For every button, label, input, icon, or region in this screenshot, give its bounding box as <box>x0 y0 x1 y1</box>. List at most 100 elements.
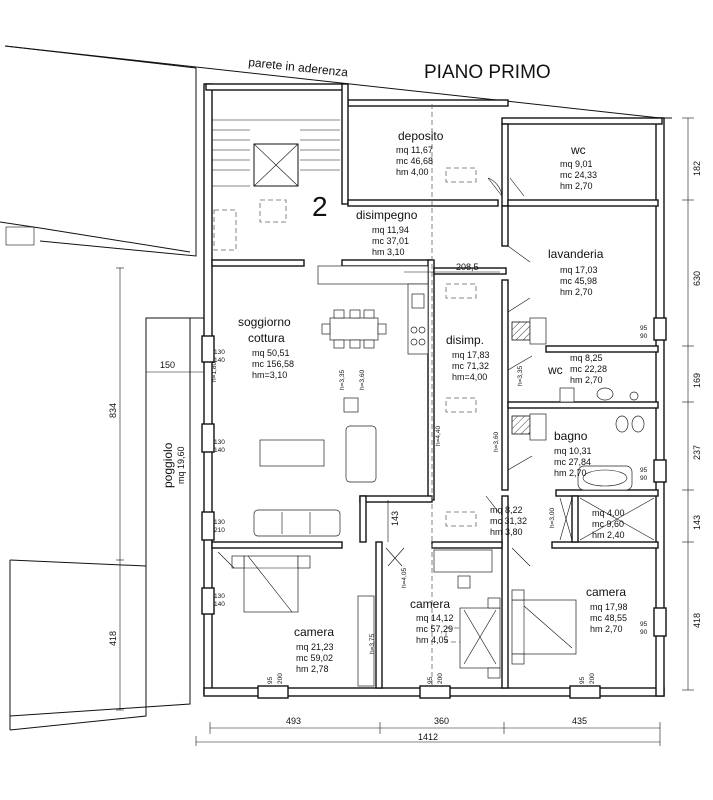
room-poggiolo: poggiolo mq 19,60 <box>161 442 186 488</box>
room-name: disimpegno <box>356 208 418 222</box>
balcony <box>9 267 204 731</box>
room-soggiorno: soggiorno cottura mq 50,51 mc 156,58 hm=… <box>238 315 294 380</box>
room-volume: mc 9,60 <box>592 519 624 529</box>
room-volume: mc 31,32 <box>490 516 527 526</box>
room-name: wc <box>570 143 586 157</box>
opening-height: 200 <box>437 673 444 684</box>
room-area: mq 19,60 <box>176 446 186 484</box>
room-name: camera <box>294 625 334 639</box>
dim-inner-143: 143 <box>390 511 400 526</box>
height-marker: h=3,00 <box>549 508 556 528</box>
room-height: hm 3,10 <box>372 247 405 257</box>
dim-bottom-2: 360 <box>434 716 449 726</box>
door-swings <box>217 177 533 569</box>
room-area: mq 17,03 <box>560 265 598 275</box>
room-area: mq 17,83 <box>452 350 490 360</box>
height-marker: h=3,75 <box>369 634 376 654</box>
room-volume: mc 48,55 <box>590 613 627 623</box>
opening-height: 140 <box>214 601 225 608</box>
room-volume: mc 45,98 <box>560 276 597 286</box>
dim-right-6: 418 <box>692 613 702 628</box>
opening-width: 95 <box>640 621 648 628</box>
room-area: mq 50,51 <box>252 348 290 358</box>
opening-width: 95 <box>267 676 274 684</box>
dim-left-1: 834 <box>108 403 118 418</box>
dim-balcony-150: 150 <box>160 360 175 370</box>
dim-left-2: 418 <box>108 631 118 646</box>
height-marker: h=3,60 <box>359 370 366 390</box>
room-height: hm 2,70 <box>560 181 593 191</box>
kitchen-counter <box>317 265 429 355</box>
floor-title: PIANO PRIMO <box>424 62 551 83</box>
room-area: mq 8,25 <box>570 353 603 363</box>
opening-width: 95 <box>640 325 648 332</box>
opening-height: 90 <box>640 629 648 636</box>
room-height: hm 3,80 <box>490 527 523 537</box>
room-height: hm 4,05 <box>416 635 449 645</box>
opening-height: 90 <box>640 333 648 340</box>
room-volume: mc 22,28 <box>570 364 607 374</box>
dimension-lines <box>195 117 694 746</box>
interior-walls <box>211 123 659 689</box>
room-volume: mc 71,32 <box>452 361 489 371</box>
dim-bottom-3: 435 <box>572 716 587 726</box>
opening-width: 95 <box>427 676 434 684</box>
opening-width: 130 <box>214 349 225 356</box>
height-marker: h=3,60 <box>493 432 500 452</box>
room-height: hm 2,40 <box>592 530 625 540</box>
room-name: camera <box>586 585 626 599</box>
room-hall: mq 8,22 mc 31,32 hm 3,80 <box>490 505 527 537</box>
height-marker: h=1,80 <box>211 362 218 382</box>
room-area: mq 10,31 <box>554 446 592 456</box>
dim-total: 1412 <box>418 732 438 742</box>
room-area: mq 4,00 <box>592 508 625 518</box>
opening-width: 130 <box>214 439 225 446</box>
height-marker: h=3,35 <box>339 370 346 390</box>
height-marker: h=3,35 <box>517 366 524 386</box>
windows-right <box>653 317 667 637</box>
skylight <box>213 209 237 251</box>
room-area: mq 9,01 <box>560 159 593 169</box>
height-marker: h=4,40 <box>435 426 442 446</box>
room-wc-1: wc mq 9,01 mc 24,33 hm 2,70 <box>560 143 597 191</box>
room-name-2: cottura <box>248 331 285 345</box>
room-volume: mc 24,33 <box>560 170 597 180</box>
opening-height: 200 <box>589 673 596 684</box>
room-height: hm 2,70 <box>560 287 593 297</box>
windows-left <box>201 335 215 615</box>
room-area: mq 14,12 <box>416 613 454 623</box>
bed-camera-1 <box>231 555 375 687</box>
bed-camera-3 <box>511 589 577 665</box>
height-marker: h=4,05 <box>401 568 408 588</box>
opening-labels: 130 140 130 140 130 210 130 140 95 90 95… <box>214 325 648 684</box>
room-name: bagno <box>554 429 588 443</box>
room-camera-3: camera mq 17,98 mc 48,55 hm 2,70 <box>586 585 628 634</box>
room-wc-2: wc mq 8,25 mc 22,28 hm 2,70 <box>547 353 607 385</box>
dim-right-3: 169 <box>692 373 702 388</box>
room-camera-2: camera mq 14,12 mc 57,29 hm 4,05 <box>410 597 454 645</box>
room-area: mq 11,67 <box>396 145 433 155</box>
dining-table <box>321 309 387 349</box>
stair-number: 2 <box>312 191 328 222</box>
opening-width: 95 <box>640 467 648 474</box>
room-camera-1: camera mq 21,23 mc 59,02 hm 2,78 <box>294 625 334 674</box>
room-height: hm=3,10 <box>252 370 287 380</box>
dim-right-5: 143 <box>692 515 702 530</box>
room-name: poggiolo <box>161 442 175 488</box>
room-height: hm 2,70 <box>554 468 587 478</box>
room-volume: mc 46,68 <box>396 156 433 166</box>
opening-height: 140 <box>214 357 225 364</box>
adjacent-wall-label: parete in aderenza <box>248 55 349 79</box>
bathroom-fixtures <box>511 317 655 541</box>
opening-width: 130 <box>214 519 225 526</box>
dim-bottom-1: 493 <box>286 716 301 726</box>
room-volume: mc 57,29 <box>416 624 453 634</box>
dim-inner-208: 208,5 <box>456 262 479 272</box>
room-disimp: disimp. mq 17,83 mc 71,32 hm=4,00 <box>446 333 490 382</box>
skylight <box>445 283 477 299</box>
room-height: hm 2,70 <box>570 375 603 385</box>
room-height: hm=4,00 <box>452 372 487 382</box>
room-volume: mc 37,01 <box>372 236 409 246</box>
room-area: mq 8,22 <box>490 505 523 515</box>
